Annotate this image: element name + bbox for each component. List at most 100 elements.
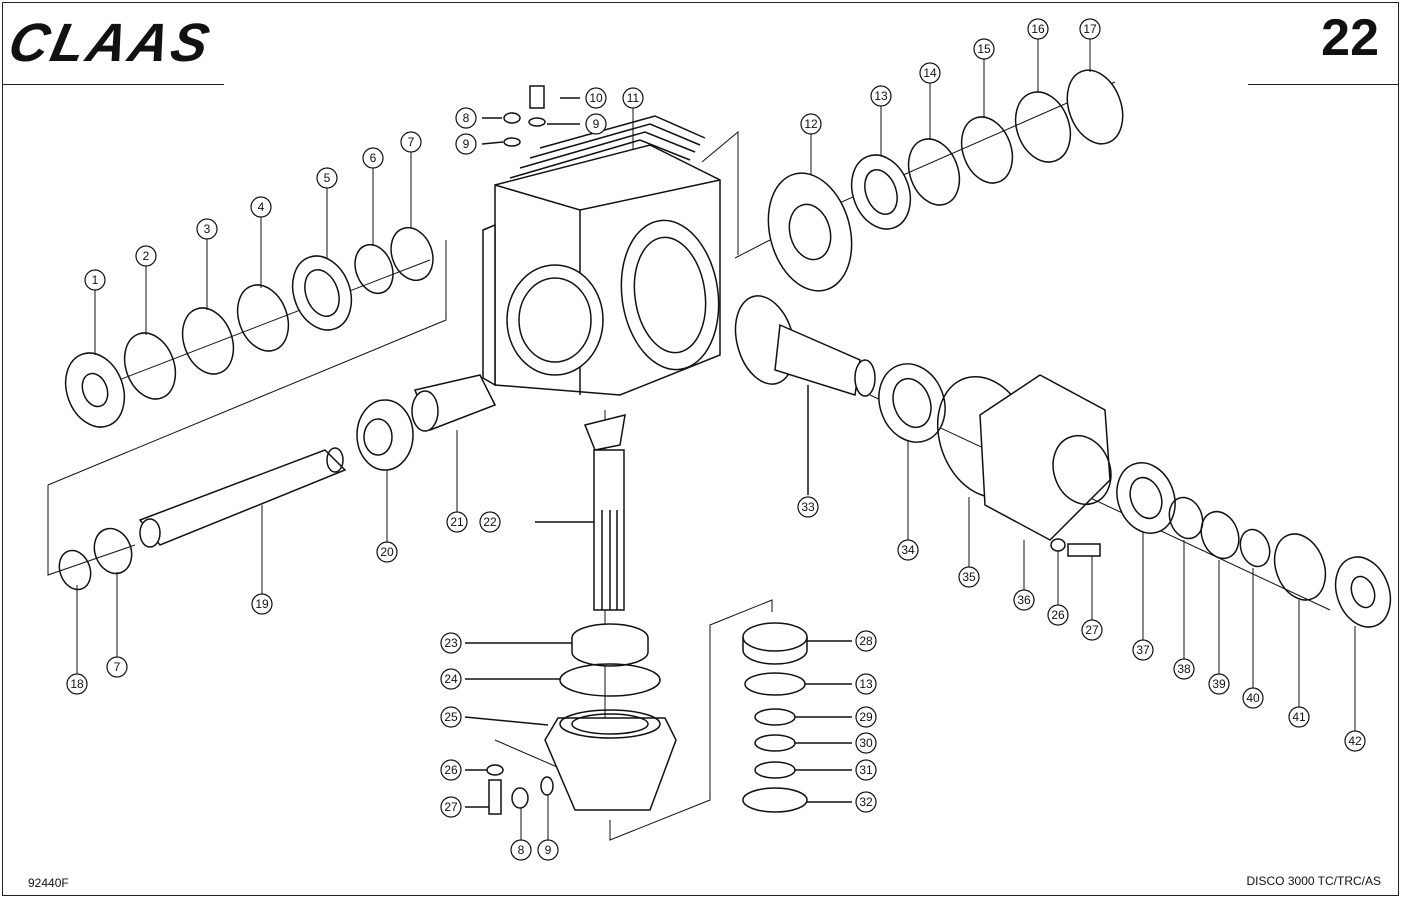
callout-circle: [1242, 687, 1264, 709]
callout-21: 21: [446, 511, 468, 533]
callout-circle: [870, 85, 892, 107]
callout-circle: [855, 791, 877, 813]
callout-number: 19: [255, 597, 269, 611]
callout-18: 18: [66, 673, 88, 695]
callout-circle: [479, 511, 501, 533]
bevel-gear-and-sleeve: [356, 374, 497, 471]
callout-number: 37: [1136, 643, 1150, 657]
callout-circle: [1079, 18, 1101, 40]
callout-number: 23: [444, 636, 458, 650]
header-rule-right: [1248, 84, 1399, 85]
callout-number: 38: [1177, 662, 1191, 676]
callout-11: 11: [622, 87, 644, 109]
callout-13: 13: [855, 673, 877, 695]
callout-32: 32: [855, 791, 877, 813]
callout-16: 16: [1027, 18, 1049, 40]
callout-number: 26: [1051, 608, 1065, 622]
callout-9: 9: [455, 133, 477, 155]
callout-number: 8: [518, 843, 525, 857]
callout-7: 7: [400, 131, 422, 153]
callout-leaders: [76, 38, 1356, 841]
callout-circle: [316, 167, 338, 189]
right-ring-stack: [742, 622, 852, 813]
callout-24: 24: [440, 668, 462, 690]
callout-number: 30: [859, 736, 873, 750]
callout-number: 42: [1348, 734, 1362, 748]
callout-circle: [585, 113, 607, 135]
callout-13: 13: [870, 85, 892, 107]
callout-42: 42: [1344, 730, 1366, 752]
callout-circle: [135, 245, 157, 267]
callout-number: 24: [444, 672, 458, 686]
callout-5: 5: [316, 167, 338, 189]
callout-29: 29: [855, 706, 877, 728]
callout-26: 26: [440, 759, 462, 781]
callout-circle: [196, 218, 218, 240]
callout-25: 25: [440, 706, 462, 728]
callout-9: 9: [585, 113, 607, 135]
callout-circle: [800, 113, 822, 135]
callout-9: 9: [537, 839, 559, 861]
callout-35: 35: [958, 566, 980, 588]
callout-circle: [1288, 706, 1310, 728]
callout-number: 11: [627, 91, 640, 105]
callout-circle: [440, 759, 462, 781]
callout-number: 20: [380, 545, 394, 559]
callout-20: 20: [376, 541, 398, 563]
callout-27: 27: [440, 796, 462, 818]
callout-circle: [440, 668, 462, 690]
callout-circle: [958, 566, 980, 588]
callout-number: 1: [92, 273, 99, 287]
callout-40: 40: [1242, 687, 1264, 709]
callout-circle: [455, 107, 477, 129]
callout-number: 17: [1083, 22, 1097, 36]
callout-number: 2: [143, 249, 150, 263]
callout-circle: [855, 673, 877, 695]
drawing-code: 92440F: [28, 876, 69, 890]
callout-3: 3: [196, 218, 218, 240]
callout-number: 40: [1246, 691, 1260, 705]
callout-number: 7: [408, 135, 415, 149]
callout-number: 22: [483, 515, 497, 529]
callout-circle: [855, 732, 877, 754]
callout-circle: [855, 630, 877, 652]
callout-8: 8: [455, 107, 477, 129]
callout-number: 26: [444, 763, 458, 777]
callout-circle: [510, 839, 532, 861]
callout-23: 23: [440, 632, 462, 654]
callout-circle: [585, 87, 607, 109]
callout-circle: [250, 196, 272, 218]
callout-circle: [440, 632, 462, 654]
model-designation: DISCO 3000 TC/TRC/AS: [1246, 874, 1381, 888]
crown-gear-and-rings: [767, 69, 1124, 292]
callout-circle: [897, 539, 919, 561]
callout-19: 19: [251, 593, 273, 615]
callout-number: 29: [859, 710, 873, 724]
callout-circle: [362, 147, 384, 169]
callout-circle: [455, 133, 477, 155]
callout-28: 28: [855, 630, 877, 652]
callout-number: 5: [324, 171, 331, 185]
callout-number: 3: [204, 222, 211, 236]
callout-22: 22: [479, 511, 501, 533]
callout-6: 6: [362, 147, 384, 169]
callout-circle: [855, 759, 877, 781]
callout-circle: [66, 673, 88, 695]
callout-34: 34: [897, 539, 919, 561]
callout-circle: [84, 269, 106, 291]
callout-15: 15: [973, 38, 995, 60]
callout-number: 33: [801, 500, 815, 514]
callout-number: 9: [463, 137, 470, 151]
callout-circle: [440, 706, 462, 728]
callout-number: 39: [1212, 677, 1226, 691]
callout-number: 31: [859, 763, 873, 777]
callout-circle: [622, 87, 644, 109]
page-number: 22: [1321, 9, 1379, 67]
gearbox-housing: [482, 115, 721, 396]
callout-circle: [973, 38, 995, 60]
callout-circle: [1344, 730, 1366, 752]
callout-number: 21: [450, 515, 464, 529]
